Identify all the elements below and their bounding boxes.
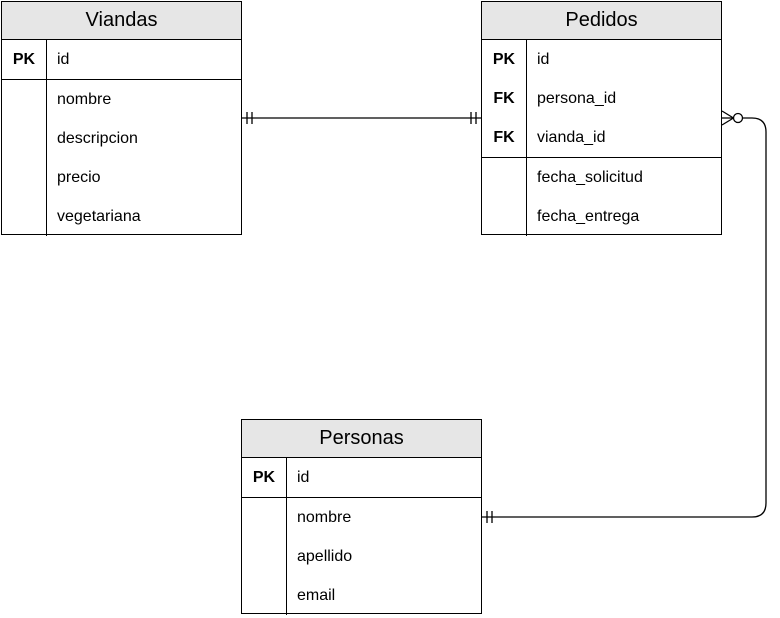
field-name: descripcion: [57, 129, 138, 147]
entity-viandas[interactable]: Viandas PK id nombre descripcion precio: [1, 1, 242, 236]
field-name: id: [297, 468, 310, 486]
entity-pedidos-row-id: PK id: [482, 40, 721, 79]
entity-viandas-key-section: PK id: [2, 40, 241, 80]
entity-pedidos[interactable]: Pedidos PK id FK persona_id FK vianda_id…: [481, 1, 722, 236]
field-name: persona_id: [537, 89, 617, 107]
entity-pedidos-row-persona-id: FK persona_id: [482, 79, 721, 118]
crows-foot-prong: [721, 117, 734, 126]
field-name: nombre: [297, 508, 352, 526]
field-name: vegetariana: [57, 207, 141, 225]
entity-personas-row-id: PK id: [242, 458, 481, 497]
entity-personas-title: Personas: [242, 420, 481, 458]
entity-pedidos-title: Pedidos: [482, 2, 721, 40]
entity-personas-row-nombre: nombre: [242, 498, 481, 537]
entity-personas-row-email: email: [242, 576, 481, 615]
entity-viandas-row-id: PK id: [2, 40, 241, 79]
entity-viandas-row-precio: precio: [2, 158, 241, 197]
field-name: nombre: [57, 90, 112, 108]
entity-pedidos-row-fecha-entrega: fecha_entrega: [482, 197, 721, 236]
relationship-viandas-pedidos[interactable]: [242, 112, 481, 124]
field-name: apellido: [297, 547, 353, 565]
entity-viandas-row-vegetariana: vegetariana: [2, 197, 241, 236]
entity-personas[interactable]: Personas PK id nombre apellido email: [241, 419, 482, 615]
entity-personas-row-apellido: apellido: [242, 537, 481, 576]
connector-line: [482, 117, 767, 518]
entity-personas-key-section: PK id: [242, 458, 481, 498]
zero-optional-mark: [732, 112, 744, 124]
crows-foot-prong: [721, 110, 734, 119]
field-name: email: [297, 586, 336, 604]
entity-viandas-row-descripcion: descripcion: [2, 119, 241, 158]
relationship-personas-pedidos[interactable]: [482, 110, 767, 523]
entity-pedidos-row-vianda-id: FK vianda_id: [482, 118, 721, 157]
field-name: id: [537, 50, 550, 68]
entity-viandas-attribute-section: nombre descripcion precio vegetariana: [2, 80, 241, 236]
foreign-key-label: FK: [493, 89, 515, 107]
primary-key-label: PK: [252, 468, 276, 486]
foreign-key-label: FK: [493, 128, 515, 146]
primary-key-label: PK: [12, 50, 36, 68]
primary-key-label: PK: [492, 50, 516, 68]
entity-viandas-row-nombre: nombre: [2, 80, 241, 119]
field-name: vianda_id: [537, 128, 606, 146]
entity-pedidos-attribute-section: fecha_solicitud fecha_entrega: [482, 158, 721, 236]
field-name: fecha_entrega: [537, 207, 640, 225]
field-name: precio: [57, 168, 101, 186]
field-name: fecha_solicitud: [537, 168, 643, 186]
field-name: id: [57, 50, 70, 68]
entity-pedidos-row-fecha-solicitud: fecha_solicitud: [482, 158, 721, 197]
entity-personas-attribute-section: nombre apellido email: [242, 498, 481, 615]
entity-viandas-title: Viandas: [2, 2, 241, 40]
entity-pedidos-key-section: PK id FK persona_id FK vianda_id: [482, 40, 721, 158]
